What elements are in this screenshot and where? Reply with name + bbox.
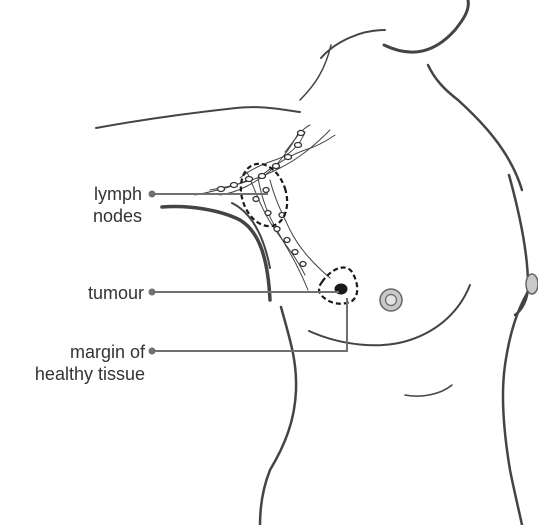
- label-tumour: tumour: [88, 282, 144, 304]
- label-margin-line-2: healthy tissue: [35, 363, 145, 385]
- label-lymph-nodes-line-1: lymph: [93, 183, 142, 205]
- right-body-line: [503, 280, 536, 525]
- lymph-node: [218, 187, 225, 192]
- shoulder-edge: [428, 65, 522, 190]
- label-margin-line-1: margin of: [35, 341, 145, 363]
- lymph-node: [300, 262, 306, 267]
- lymph-node: [273, 164, 280, 169]
- leader-dots: [149, 191, 156, 355]
- underbreast-fold: [405, 385, 452, 396]
- lymph-node: [284, 238, 290, 243]
- lymph-node: [263, 188, 269, 193]
- clavicle-line: [96, 107, 300, 128]
- lymph-node: [259, 174, 266, 179]
- leader-dot-tumour: [149, 289, 156, 296]
- left-torso-line: [260, 307, 296, 525]
- lymph-node: [285, 155, 292, 160]
- lymph-node: [298, 131, 305, 136]
- lymph-node: [253, 197, 259, 202]
- lymph-node: [295, 143, 302, 148]
- lymph-node: [292, 250, 298, 255]
- nipple-right: [526, 274, 538, 294]
- lymph-node: [231, 183, 238, 188]
- armpit-arm-line: [162, 207, 270, 300]
- lymph-node: [274, 227, 280, 232]
- label-margin-of-healthy-tissue: margin of healthy tissue: [35, 341, 145, 385]
- leader-dot-lymph-nodes: [149, 191, 156, 198]
- label-lymph-nodes-line-2: nodes: [93, 205, 142, 227]
- nipple-left: [380, 289, 402, 311]
- leader-line-margin: [152, 298, 347, 351]
- leader-dot-margin: [149, 348, 156, 355]
- lymph-node: [246, 177, 253, 182]
- neck-line: [321, 30, 385, 58]
- body-outline: [96, 0, 536, 525]
- lymph-node: [265, 211, 271, 216]
- shoulder-upper: [384, 0, 468, 52]
- right-breast-edge: [509, 175, 528, 315]
- label-lymph-nodes: lymph nodes: [93, 183, 142, 227]
